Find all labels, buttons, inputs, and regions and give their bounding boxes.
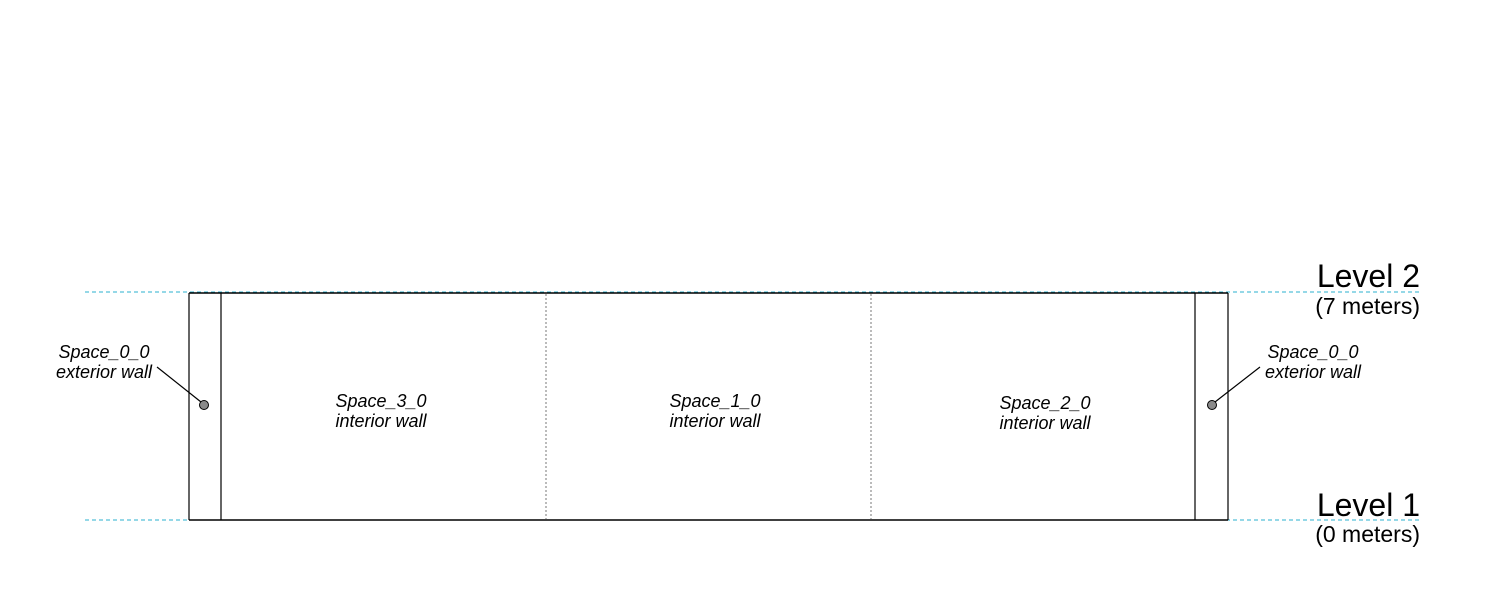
right-space-name: Space_0_0: [1267, 342, 1358, 362]
left-leader-line: [156, 366, 202, 403]
space-2-wall-type: interior wall: [999, 413, 1091, 433]
space-3-name: Space_3_0: [335, 391, 426, 411]
right-leader-line: [1214, 366, 1261, 403]
space-3-wall-type: interior wall: [335, 411, 427, 431]
left-space-name: Space_0_0: [58, 342, 149, 362]
space-2-label: Space_2_0 interior wall: [999, 393, 1091, 433]
right-exterior-wall: [1194, 293, 1229, 520]
level-2-label: Level 2 (7 meters): [1315, 258, 1420, 319]
space-1-name: Space_1_0: [669, 391, 760, 411]
level-1-label: Level 1 (0 meters): [1315, 487, 1420, 547]
right-wall-type: exterior wall: [1265, 362, 1362, 382]
left-marker-dot: [199, 400, 209, 410]
space-1-label: Space_1_0 interior wall: [669, 391, 761, 431]
level-2-elevation: (7 meters): [1315, 293, 1420, 319]
level-1-name: Level 1: [1317, 487, 1420, 523]
left-exterior-callout: Space_0_0 exterior wall: [56, 342, 209, 410]
right-marker-dot: [1207, 400, 1217, 410]
level-2-name: Level 2: [1317, 258, 1420, 294]
left-exterior-wall: [188, 293, 222, 520]
space-1-wall-type: interior wall: [669, 411, 761, 431]
left-wall-type: exterior wall: [56, 362, 153, 382]
space-2-name: Space_2_0: [999, 393, 1090, 413]
level-1-elevation: (0 meters): [1315, 521, 1420, 547]
space-3-label: Space_3_0 interior wall: [335, 391, 427, 431]
right-exterior-callout: Space_0_0 exterior wall: [1207, 342, 1362, 410]
